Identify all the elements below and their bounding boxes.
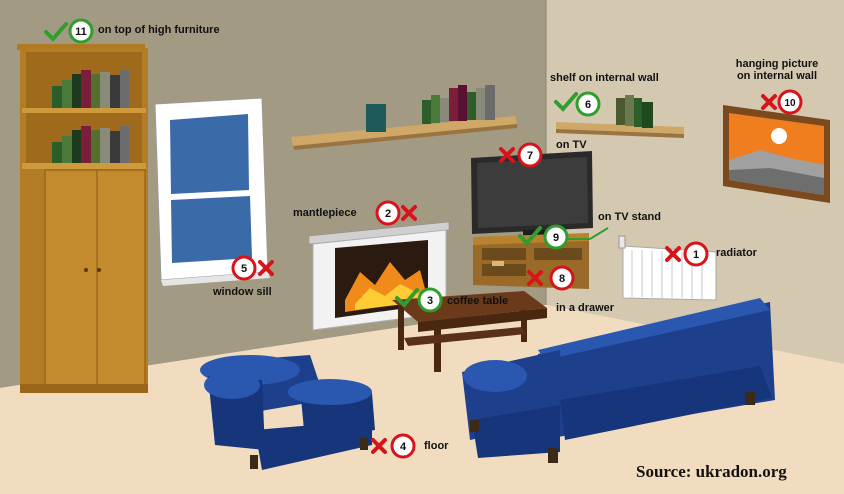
marker-7-number: 7 — [527, 150, 533, 162]
label-coffee-table: coffee table — [447, 295, 509, 307]
sofa — [462, 298, 775, 463]
source-credit: Source: ukradon.org — [636, 462, 787, 481]
label-floor: floor — [424, 440, 449, 452]
label-mantlepiece: mantlepiece — [293, 207, 357, 219]
tv — [471, 151, 593, 238]
marker-6-badge — [554, 91, 601, 117]
marker-6-number: 6 — [585, 99, 591, 111]
right-wall — [546, 0, 844, 364]
marker-3-number: 3 — [427, 295, 433, 307]
label-window-sill: window sill — [213, 286, 272, 298]
shelf-internal-wall — [556, 95, 684, 138]
label-radiator: radiator — [716, 247, 757, 259]
marker-9-badge — [518, 224, 609, 250]
marker-9-number: 9 — [553, 232, 559, 244]
label-hanging-picture-line2: on internal wall — [736, 70, 818, 82]
wall-shelf — [291, 85, 517, 150]
armchair — [200, 355, 375, 470]
marker-4-badge — [371, 433, 416, 459]
label-on-tv: on TV — [556, 139, 587, 151]
marker-8-number: 8 — [559, 273, 565, 285]
marker-10-badge — [761, 89, 803, 115]
marker-1-number: 1 — [693, 249, 699, 261]
marker-8-badge — [527, 265, 575, 291]
marker-5-number: 5 — [241, 263, 247, 275]
marker-5-badge — [231, 255, 274, 281]
marker-2-number: 2 — [385, 208, 391, 220]
marker-3-badge — [395, 287, 443, 313]
picture — [723, 105, 830, 203]
window — [154, 97, 270, 286]
label-on-top-of-high-furniture: on top of high furniture — [98, 24, 220, 36]
label-shelf-on-internal-wall: shelf on internal wall — [550, 72, 659, 84]
label-hanging-picture-line1: hanging picture — [735, 58, 819, 70]
marker-11-number: 11 — [75, 26, 87, 38]
marker-4-number: 4 — [400, 441, 407, 453]
marker-7-badge — [499, 142, 543, 168]
label-in-a-drawer: in a drawer — [556, 302, 615, 314]
marker-1-badge — [665, 241, 709, 267]
label-on-tv-stand: on TV stand — [598, 211, 661, 223]
bookcase — [17, 44, 148, 393]
marker-11-badge — [44, 18, 94, 44]
marker-2-badge — [375, 200, 417, 226]
marker-10-number: 10 — [784, 98, 796, 109]
